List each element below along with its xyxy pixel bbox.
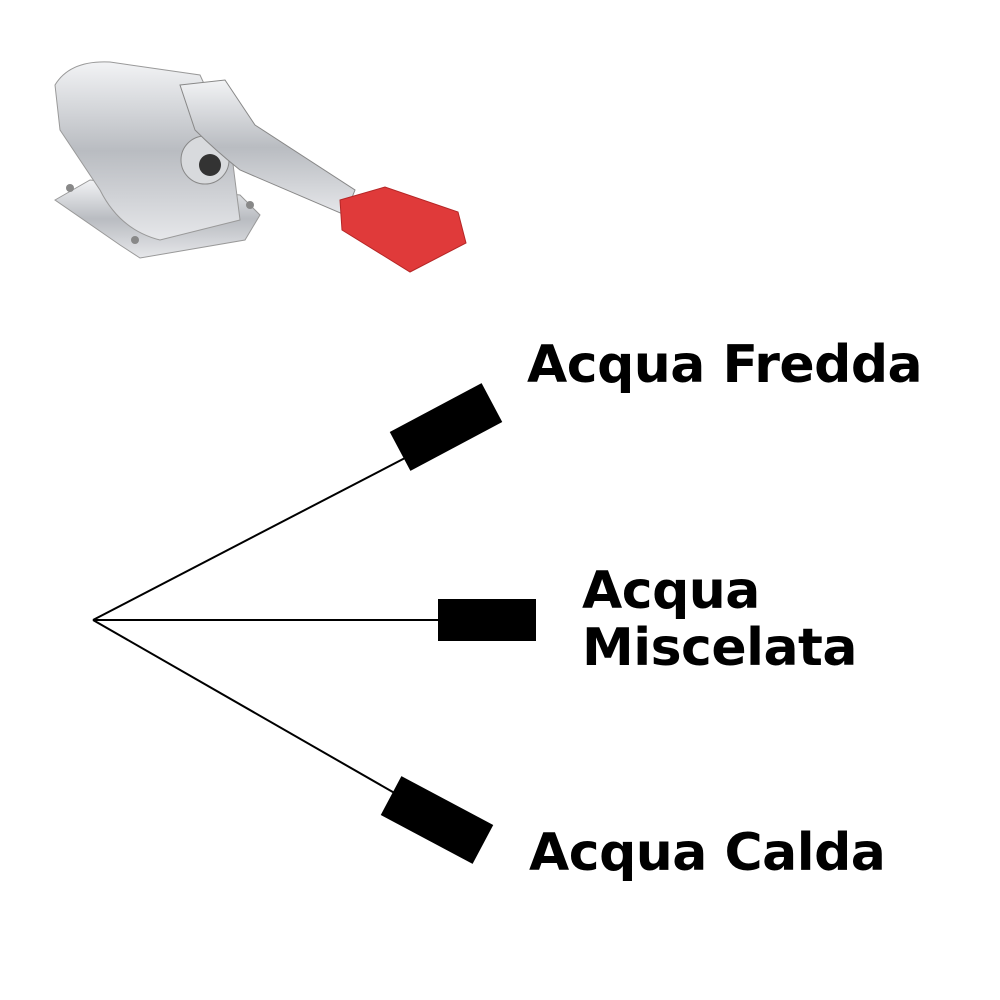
connection-lines <box>92 457 440 796</box>
line-hot <box>92 619 399 796</box>
pipe-hot <box>380 776 494 864</box>
mount-hole <box>246 201 254 209</box>
pipe-cold <box>389 383 503 471</box>
pedal-valve-image <box>54 61 467 273</box>
label-acqua-calda: Acqua Calda <box>529 823 886 883</box>
valve-stem-core <box>199 154 221 176</box>
mount-hole <box>131 236 139 244</box>
mount-hole <box>66 184 74 192</box>
label-acqua-miscelata-line1: Acqua <box>582 561 760 621</box>
label-acqua-miscelata-line2: Miscelata <box>582 618 857 678</box>
pipe-mixed <box>438 599 536 641</box>
label-acqua-fredda: Acqua Fredda <box>527 335 923 395</box>
line-cold <box>92 457 406 621</box>
valve-lever <box>179 79 356 216</box>
pedal-red <box>339 186 467 273</box>
